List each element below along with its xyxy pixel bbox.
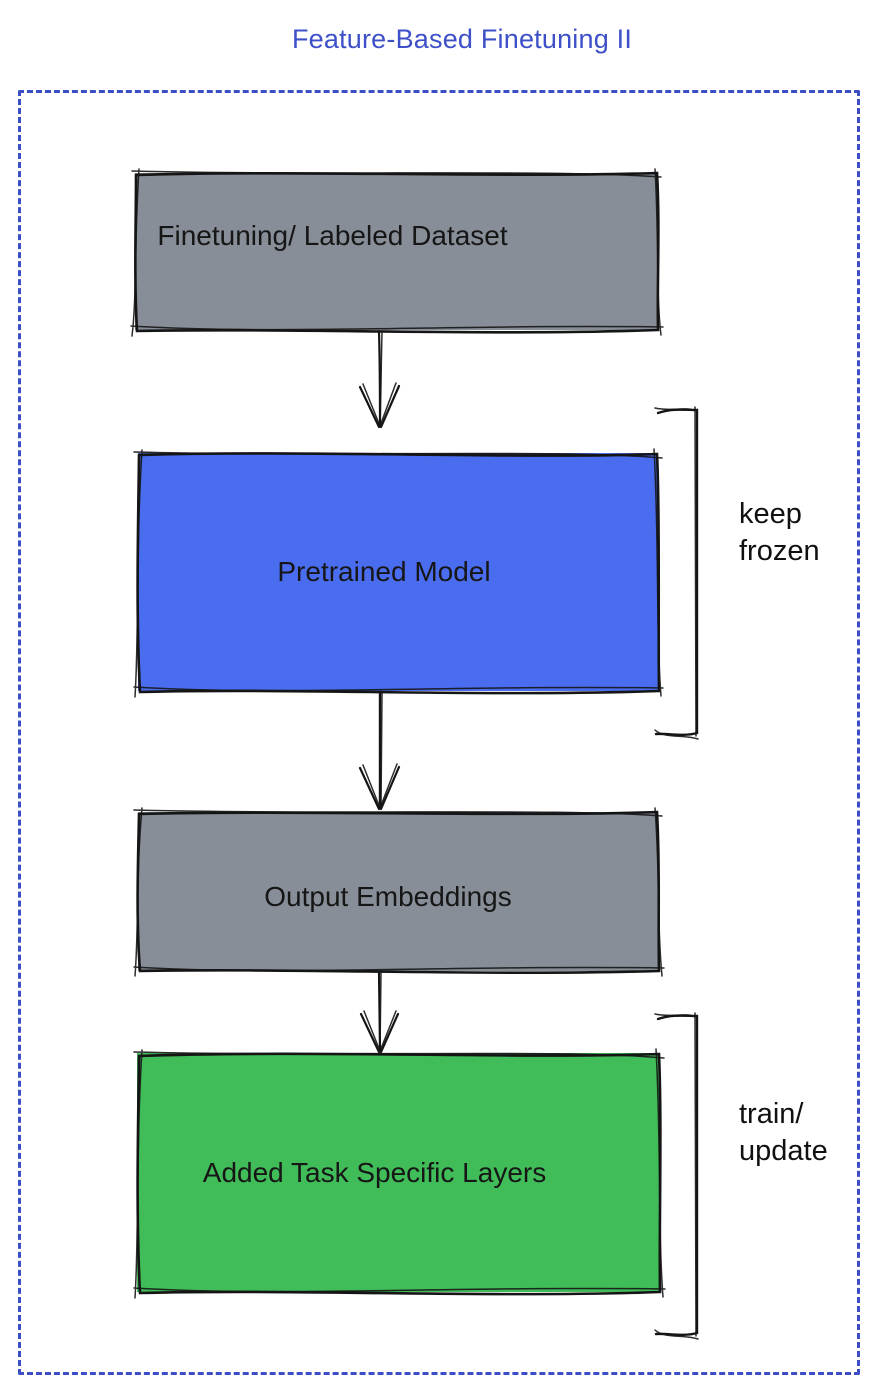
sketch-border: [130, 168, 664, 337]
dotted-frame: [18, 90, 860, 1375]
node-label: Output Embeddings: [264, 880, 512, 912]
node-pretrained-model: Pretrained Model: [130, 445, 666, 699]
bracket-train-update-icon: [654, 1012, 699, 1340]
node-label: Finetuning/ Labeled Dataset: [157, 219, 508, 251]
node-label: Pretrained Model: [277, 556, 491, 587]
arrow-embeddings-to-layers-icon: [359, 970, 400, 1054]
arrow-model-to-embeddings-icon: [358, 690, 401, 811]
node-task-specific-layers: Added Task Specific Layers: [129, 1045, 668, 1300]
node-output-embeddings: Output Embeddings: [130, 804, 666, 979]
node-label: Added Task Specific Layers: [202, 1156, 547, 1188]
diagram-title: Feature-Based Finetuning II: [291, 24, 633, 54]
arrow-dataset-to-model-icon: [358, 330, 401, 429]
sketch-border: [133, 807, 665, 977]
sketch-border: [133, 1048, 666, 1299]
annotation-keep-frozen: keep frozen: [739, 498, 820, 567]
node-finetuning-dataset: Finetuning/ Labeled Dataset: [127, 165, 666, 338]
bracket-keep-frozen-icon: [654, 406, 699, 740]
annotation-train-update: train/ update: [739, 1098, 828, 1167]
sketch-border: [133, 448, 664, 698]
